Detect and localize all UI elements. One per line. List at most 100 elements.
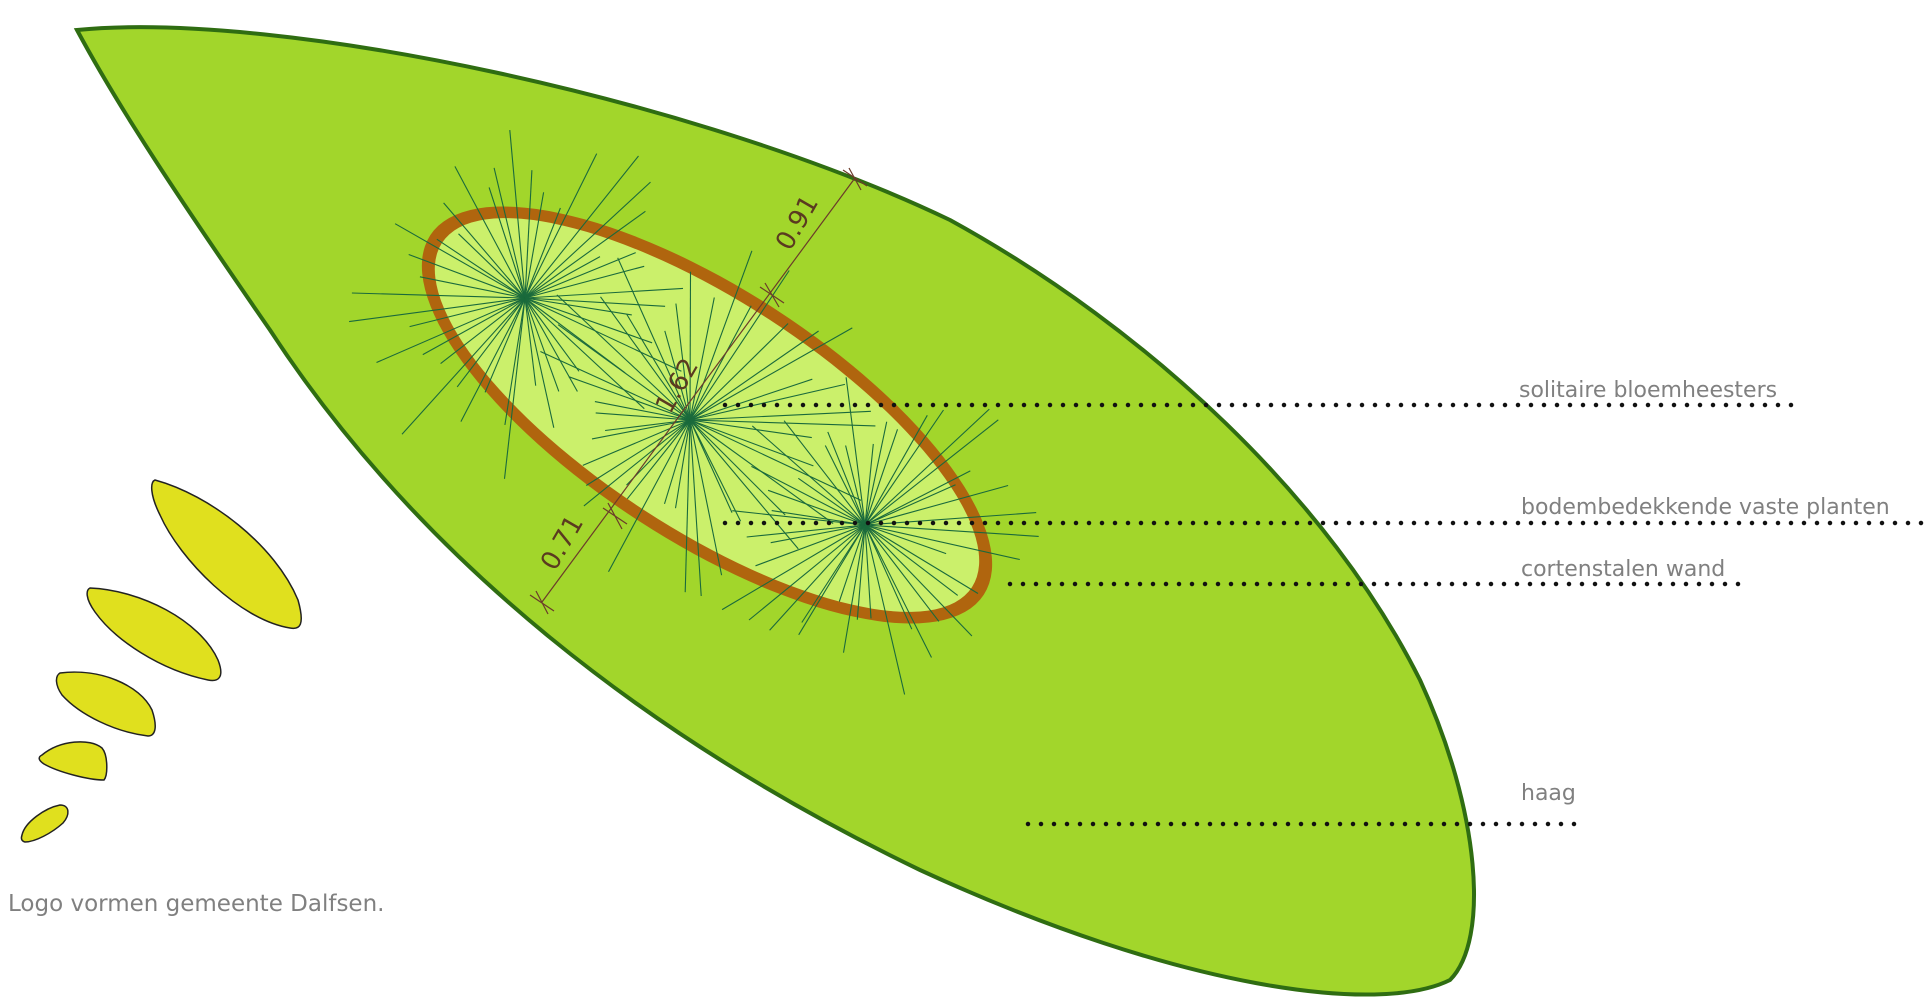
shrub-spike [557,324,691,421]
shrub-spike [524,297,580,372]
shrub-spike [460,297,526,422]
shrub-spike [864,408,990,526]
shrub-spike [689,419,862,501]
shrub-spike [524,297,560,392]
shrub-spike [524,297,682,372]
shrub-spike [524,297,578,392]
shrub-spike [488,187,526,299]
shrub-spike [864,429,899,526]
shrub-spike [864,524,973,637]
shrub-spike [524,297,626,374]
shrub-spike [626,419,691,486]
shrub-spike [524,256,601,299]
label-corten-wall: cortenstalen wand [1521,557,1725,582]
shrub-spike [689,330,819,421]
shrub-spike [748,524,866,621]
shrub-spike [864,524,913,630]
shrub-spike [838,524,866,602]
shrub-spike [568,376,691,421]
shrub-spike [767,489,866,526]
shrub-spike [595,412,691,421]
shrub-spike [864,524,940,622]
shrub-spike [689,305,752,421]
shrub-spike [797,477,866,526]
shrub-spike [864,409,944,526]
shrub-spike [376,297,526,364]
shrub-spike [827,431,866,526]
shrub-spike [689,297,715,421]
shrub-group [349,130,1039,695]
shrub-spike [746,524,866,538]
shrub-spike [524,297,666,307]
shrub-spike [771,510,866,526]
shrub-spike [864,524,1020,561]
shrub-spike [401,297,526,435]
shrub-spike [856,524,866,620]
shrub-spike [689,419,702,597]
shrub-spike [524,210,646,299]
shrub-spike [798,524,866,636]
shrub-spike [436,238,526,299]
shrub-spike [394,223,526,299]
shrub-spike [684,419,691,593]
shrub-spike [864,524,932,658]
shrub-spike [689,419,799,550]
shrub-spike [608,419,691,573]
shrub-spike [440,297,526,365]
shrub-spike [864,524,959,596]
shrub-spike [783,420,866,526]
shrub-spike [689,419,742,522]
label-hedge: haag [1521,781,1576,806]
shrub-spike [864,470,971,526]
shrub-spike [524,287,684,299]
shrub-spike [351,292,526,299]
shrub-spike [524,155,639,299]
shrub-spike [755,524,866,567]
shrub-spike [419,276,526,299]
shrub-spike [864,524,906,695]
logo-caption: Logo vormen gemeente Dalfsen. [8,891,385,917]
shrub-spike [689,419,723,576]
shrub-spike [524,297,632,316]
dimension-lines [529,167,868,615]
shrub-spike [689,323,789,421]
shrub-spike [556,294,691,421]
shrub-spike [864,524,979,594]
shrub-spike [845,377,866,526]
shrub-spike [864,524,1039,537]
shrub-3 [721,377,1039,695]
shrub-spike [626,314,691,421]
shrub-spike [864,524,872,619]
shrub-spike [864,484,956,526]
shrub-spike [842,524,866,653]
shrub-spike [586,419,691,486]
shrub-spike [594,401,691,421]
shrub-spike [721,524,866,611]
shrub-spike [524,297,653,344]
shrub-spike [664,330,691,421]
shrub-spike [409,297,526,328]
shrub-spike [408,253,526,299]
shrub-spike [689,419,812,439]
shrub-spike [443,202,526,299]
shrub-spike [524,297,537,386]
shrub-spike [689,250,753,421]
shrub-spike [617,257,691,421]
shrub-spike [503,297,526,479]
shrub-spike [845,445,866,526]
shrub-spike [626,419,691,500]
shrub-spike [504,297,526,425]
logo-leaf-3 [55,671,156,737]
shrub-spike [751,425,866,526]
shrub-spike [770,524,866,544]
shrub-spike [689,327,853,421]
logo-leaf-4 [38,741,108,781]
shrub-spike [540,350,691,421]
logo-leaf-1 [150,479,302,630]
shrub-spike [674,419,691,509]
shrub-2 [540,250,876,597]
shrub-spike [864,419,999,526]
shrub-spike [524,181,651,299]
shrub-spike [864,415,928,526]
